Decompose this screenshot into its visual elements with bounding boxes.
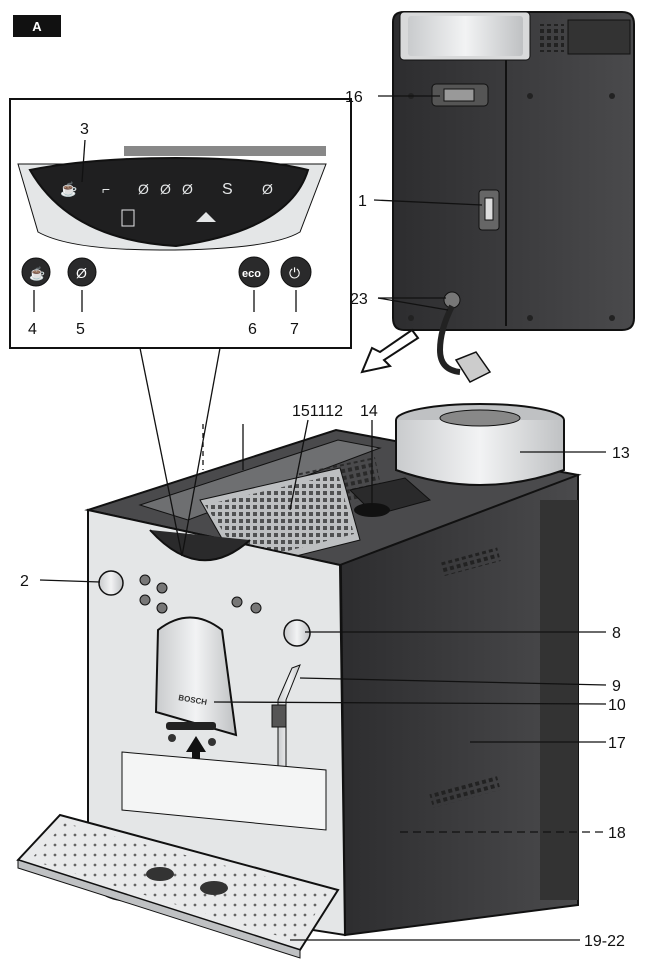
control-panel-inset: ☕ ⌐ Ø Ø Ø S Ø ☕ Ø eco ⏻ — [9, 98, 352, 557]
rear-view — [360, 11, 635, 383]
callout-9: 9 — [612, 678, 621, 695]
callout-numbers: 3 4 5 6 7 16 1 23 2 151112 14 13 8 9 10 … — [20, 89, 630, 950]
callout-14: 14 — [360, 403, 378, 420]
callout-16: 16 — [345, 89, 363, 106]
eco-button[interactable] — [238, 256, 270, 288]
leader-lines — [33, 95, 607, 941]
bean-icon: Ø — [76, 265, 87, 281]
callout-13: 13 — [612, 445, 630, 462]
display-descale-icon: Ø — [262, 181, 273, 197]
display-pipe-icon: ⌐ — [102, 181, 110, 197]
callout-4: 4 — [28, 321, 37, 338]
callout-1: 1 — [358, 193, 367, 210]
main-machine: BOSCH — [16, 403, 582, 959]
cup-icon: ☕ — [29, 265, 45, 281]
display-bean-icon-3: Ø — [182, 181, 193, 197]
callout-5: 5 — [76, 321, 85, 338]
display-bean-icon-1: Ø — [138, 181, 149, 197]
callout-6: 6 — [248, 321, 257, 338]
callout-19-22: 19-22 — [584, 933, 625, 950]
figure-label: A — [13, 15, 61, 37]
callout-17: 17 — [608, 735, 626, 752]
callout-10: 10 — [608, 697, 626, 714]
display-s-icon: S — [222, 181, 233, 198]
eco-label: eco — [242, 268, 261, 280]
callout-3: 3 — [80, 121, 89, 138]
callout-23: 23 — [350, 291, 368, 308]
callout-2: 2 — [20, 573, 29, 590]
callout-7: 7 — [290, 321, 299, 338]
power-icon: ⏻ — [289, 265, 300, 281]
power-button[interactable] — [280, 256, 312, 288]
display-steam-icon: ☕ — [60, 180, 77, 198]
callout-151112: 151112 — [292, 403, 343, 420]
callout-18: 18 — [608, 825, 626, 842]
cup-button[interactable] — [21, 257, 51, 287]
bean-button[interactable] — [67, 257, 97, 287]
display-bean-icon-2: Ø — [160, 181, 171, 197]
callout-8: 8 — [612, 625, 621, 642]
